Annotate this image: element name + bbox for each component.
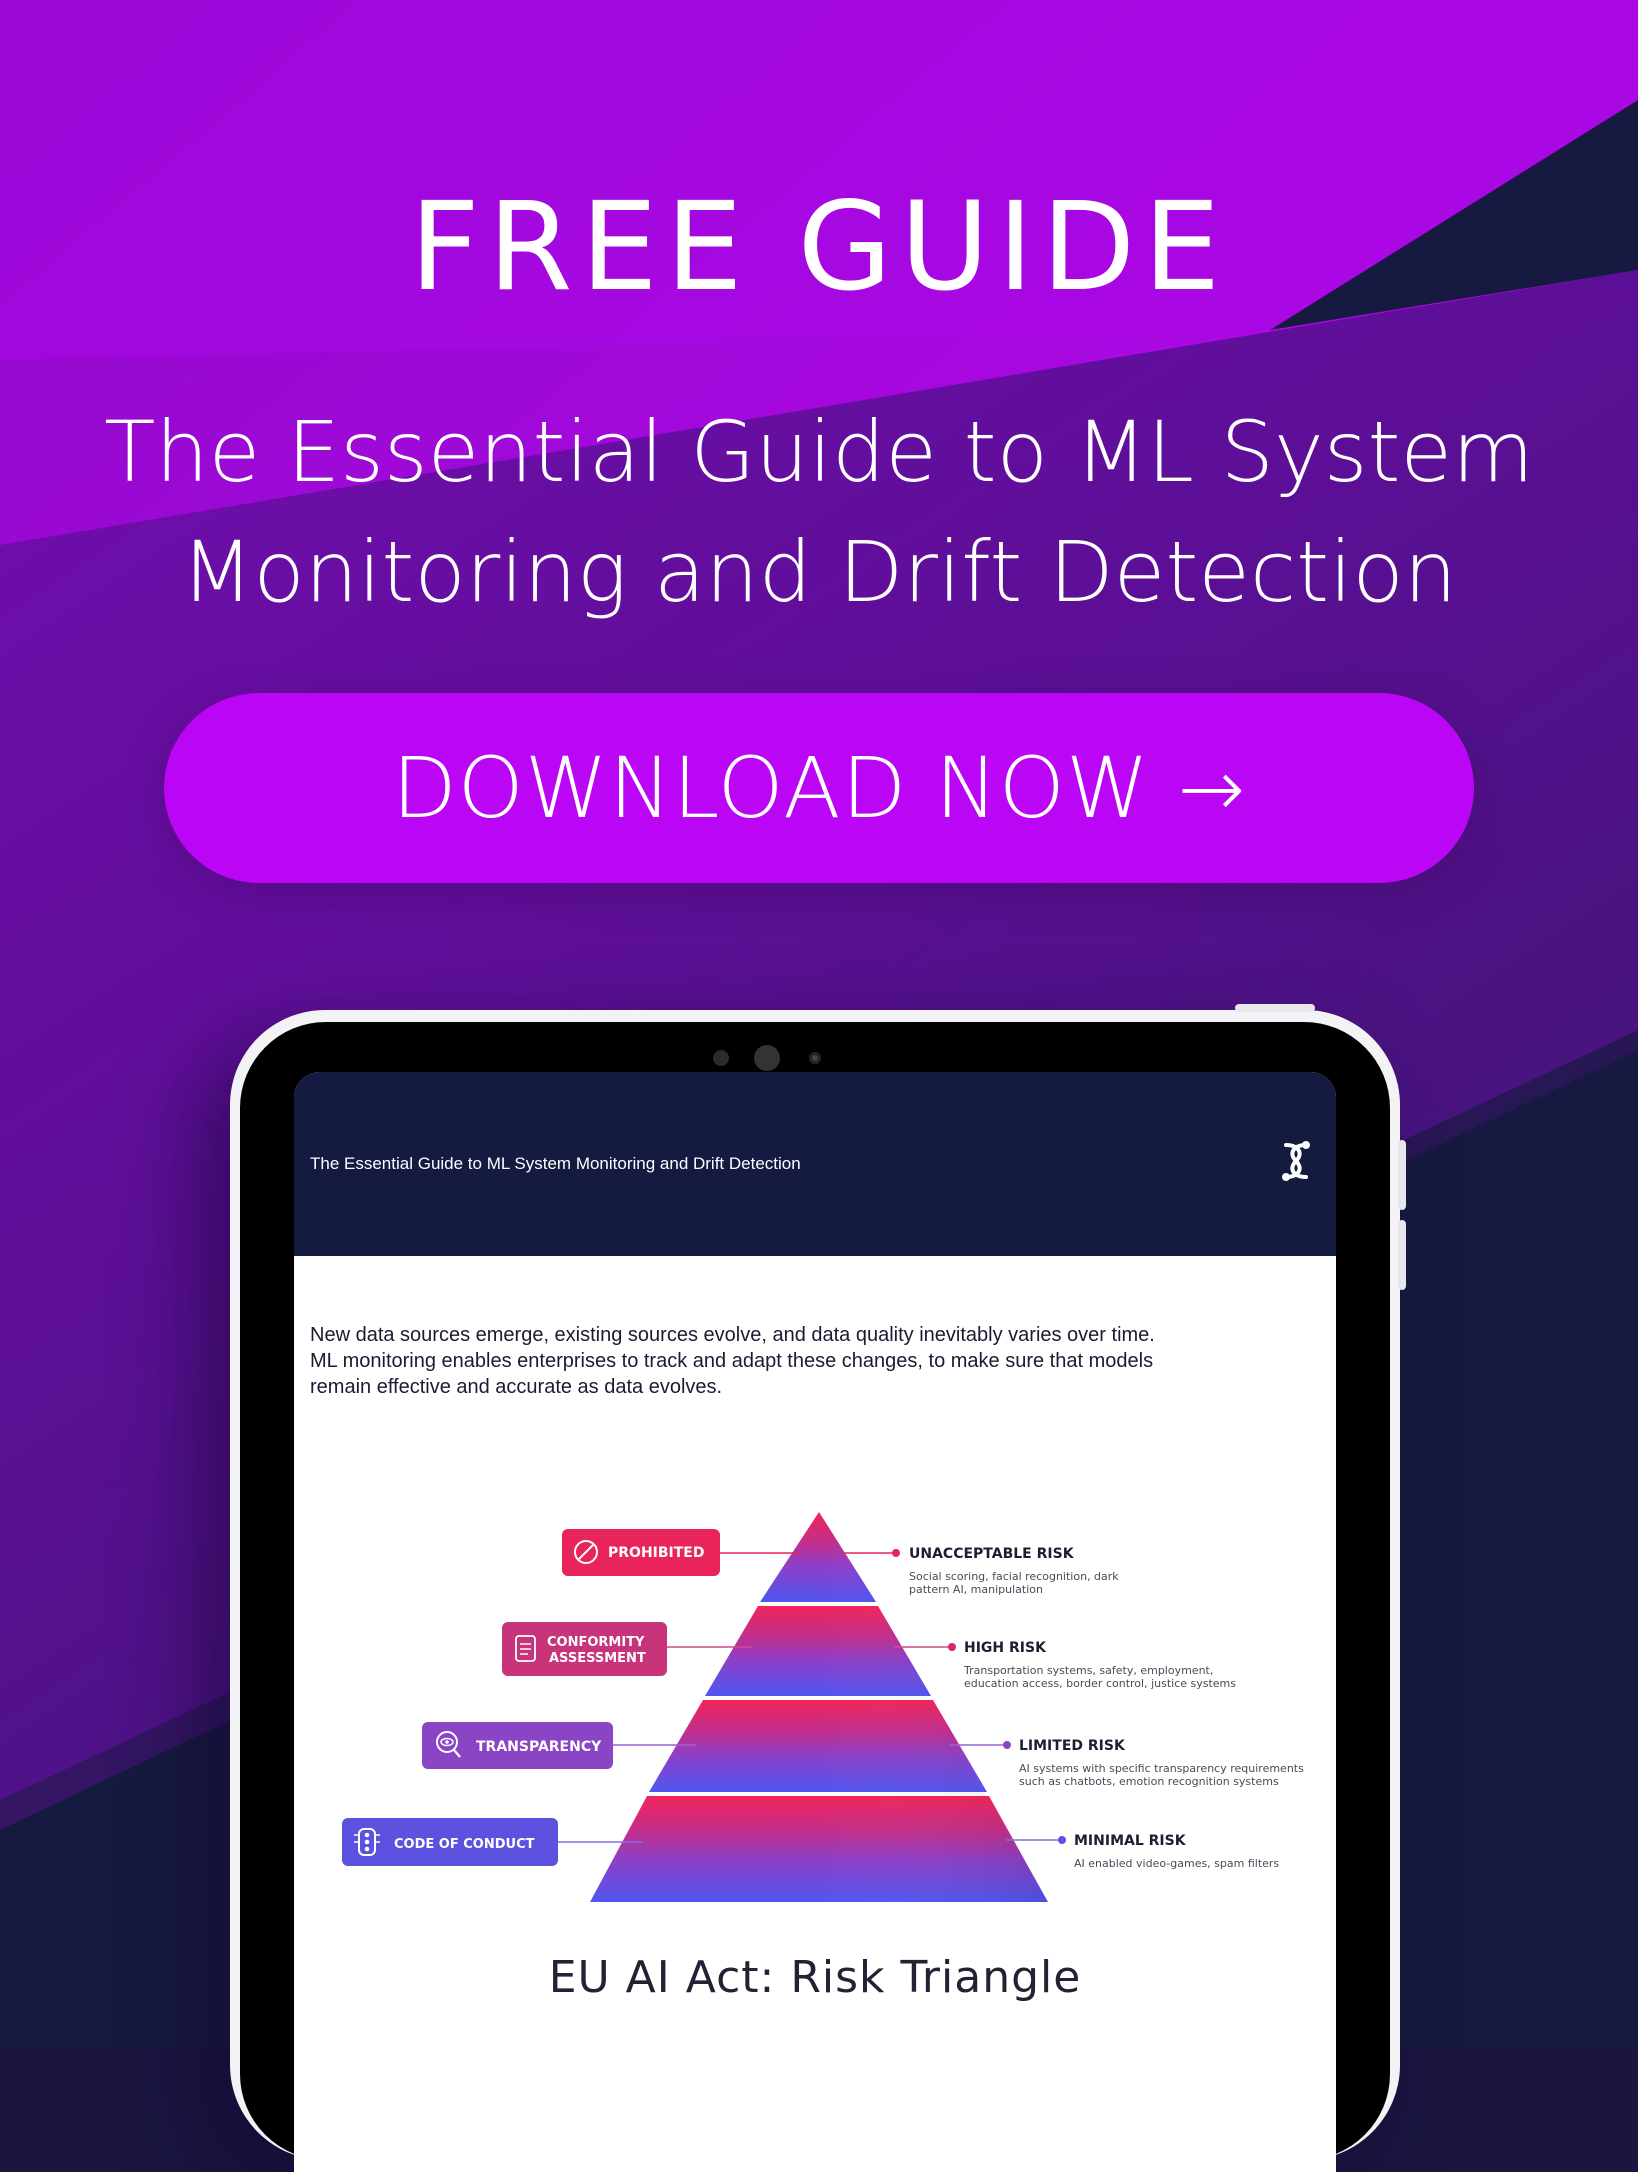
pyramid-caption: EU AI Act: Risk Triangle — [548, 1952, 1082, 2003]
tablet-side-button — [1398, 1140, 1406, 1210]
risk-pyramid-diagram: PROHIBITED CONFORMITY ASSESSMENT — [342, 1512, 1304, 1902]
eye-search-icon — [436, 1731, 461, 1758]
tablet-mockup: The Essential Guide to ML System Monitor… — [230, 1004, 1406, 2172]
guide-title: The Essential Guide to ML System Monitor… — [0, 392, 1638, 632]
risk-description: pattern AI, manipulation — [909, 1583, 1043, 1596]
connector-dot — [892, 1549, 900, 1557]
document-preview: The Essential Guide to ML System Monitor… — [294, 1072, 1336, 2172]
free-guide-heading: FREE GUIDE — [409, 176, 1229, 318]
risk-description: Transportation systems, safety, employme… — [963, 1664, 1213, 1677]
intro-line: remain effective and accurate as data ev… — [310, 1376, 723, 1398]
camera-lens-icon — [754, 1045, 780, 1071]
connector-dot — [948, 1643, 956, 1651]
connector-dot — [1003, 1741, 1011, 1749]
camera-dot-icon — [713, 1050, 729, 1066]
document-header-title: The Essential Guide to ML System Monitor… — [310, 1154, 801, 1173]
tag-conformity-assessment: CONFORMITY ASSESSMENT — [502, 1622, 667, 1676]
prohibited-icon — [574, 1540, 598, 1564]
tablet-side-button — [1398, 1220, 1406, 1290]
intro-line: ML monitoring enables enterprises to tra… — [310, 1350, 1154, 1372]
connector-dot — [1058, 1836, 1066, 1844]
tag-transparency: TRANSPARENCY — [422, 1722, 613, 1769]
risk-label-minimal: MINIMAL RISK — [1074, 1833, 1187, 1849]
brand-knot-icon — [1282, 1141, 1310, 1181]
download-now-button[interactable]: DOWNLOAD NOW → — [164, 693, 1474, 883]
arrow-right-icon: → — [1177, 741, 1247, 835]
risk-description: Social scoring, facial recognition, dark — [909, 1570, 1119, 1583]
tag-prohibited: PROHIBITED — [562, 1529, 720, 1576]
risk-label-limited: LIMITED RISK — [1019, 1738, 1126, 1754]
risk-description: AI systems with specific transparency re… — [1019, 1762, 1304, 1775]
tag-label: TRANSPARENCY — [476, 1739, 602, 1755]
tablet-top-button — [1235, 1004, 1315, 1012]
camera-sensor-icon — [809, 1052, 821, 1064]
risk-description: such as chatbots, emotion recognition sy… — [1019, 1775, 1279, 1788]
risk-label-high: HIGH RISK — [964, 1640, 1047, 1656]
document-header: The Essential Guide to ML System Monitor… — [294, 1072, 1336, 1256]
pyramid-shading — [590, 1512, 1048, 1902]
guide-title-line-1: The Essential Guide to ML System — [104, 403, 1534, 501]
tag-code-of-conduct: CODE OF CONDUCT — [342, 1818, 558, 1866]
document-icon — [515, 1635, 536, 1662]
tag-label: ASSESSMENT — [549, 1651, 646, 1666]
guide-title-line-2: Monitoring and Drift Detection — [180, 523, 1458, 621]
traffic-light-icon — [354, 1828, 380, 1856]
tag-label: CODE OF CONDUCT — [394, 1837, 535, 1852]
risk-description: AI enabled video-games, spam filters — [1074, 1857, 1279, 1870]
risk-description: education access, border control, justic… — [964, 1677, 1236, 1690]
download-now-label: DOWNLOAD NOW — [391, 739, 1150, 837]
risk-label-unacceptable: UNACCEPTABLE RISK — [909, 1546, 1075, 1562]
document-intro: New data sources emerge, existing source… — [310, 1322, 1320, 1400]
tag-label: PROHIBITED — [608, 1545, 704, 1561]
tag-label: CONFORMITY — [547, 1635, 645, 1650]
intro-line: New data sources emerge, existing source… — [310, 1324, 1155, 1346]
